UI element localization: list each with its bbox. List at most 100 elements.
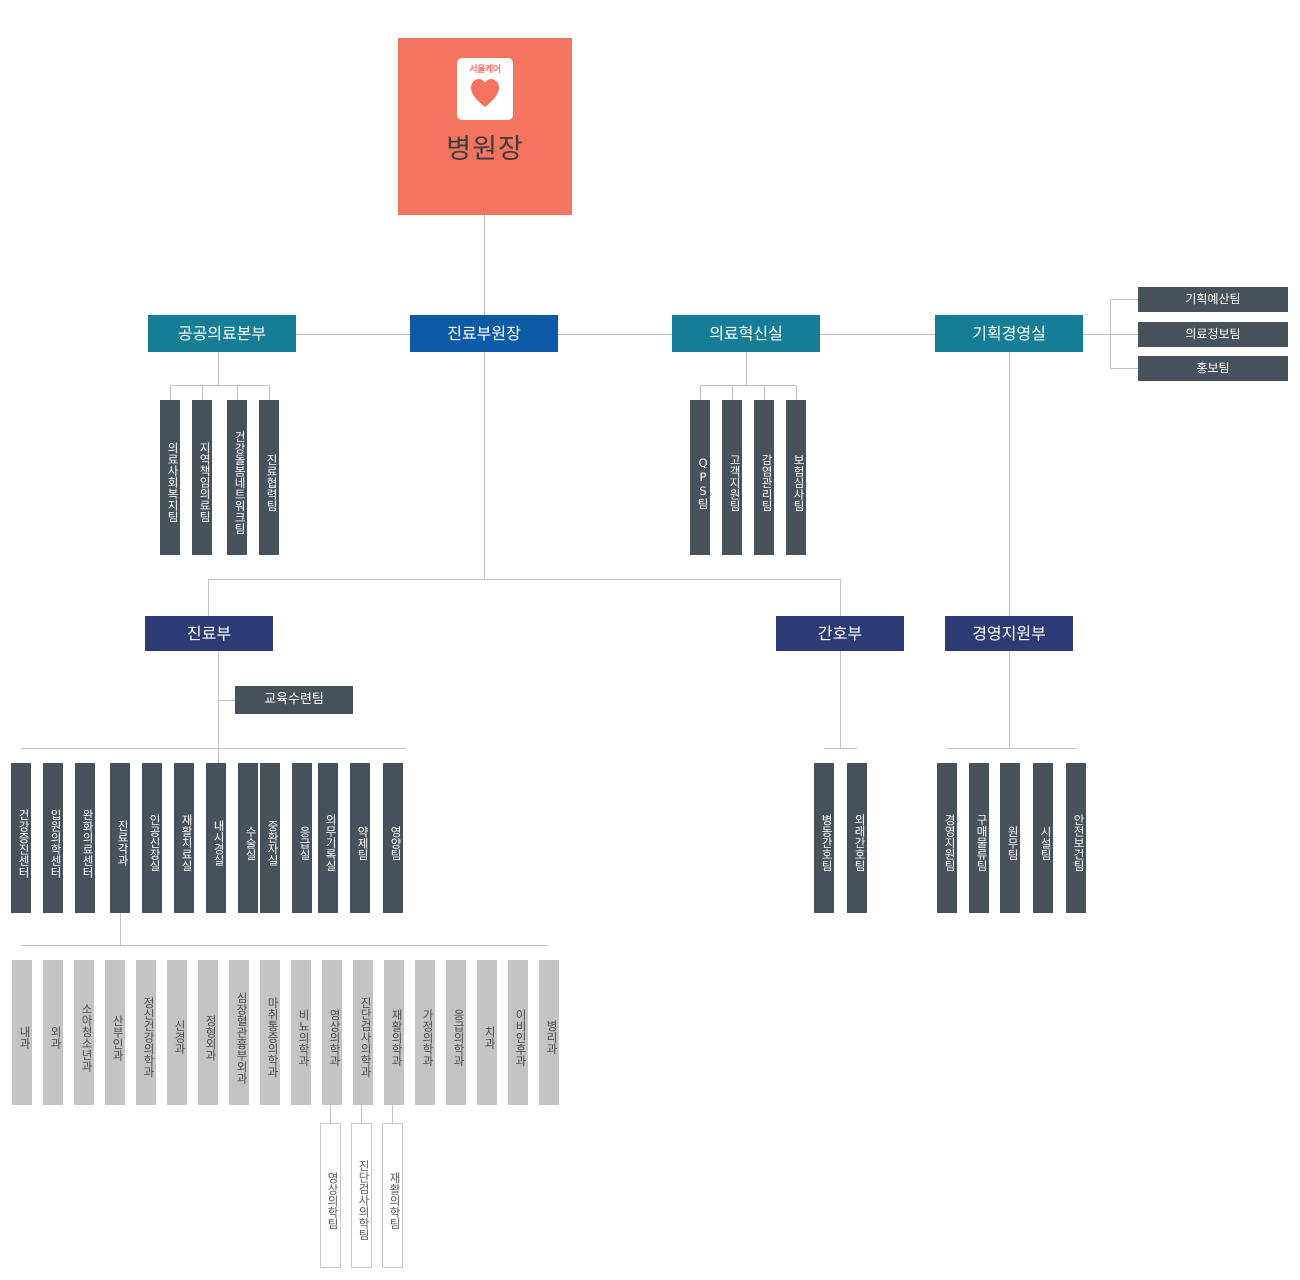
node-label: 정신건강의학과 — [142, 997, 156, 1078]
node-rehabilitation-medicine-team[interactable]: 재활의학팀 — [382, 1123, 403, 1268]
connector-level3-b — [840, 579, 841, 616]
node-planning-management-office[interactable]: 기획경영실 — [935, 315, 1083, 352]
node-rehabilitation-therapy-room[interactable]: 재활치료실 — [174, 763, 194, 913]
node-qps-team[interactable]: QPS팀 — [690, 400, 710, 555]
logo-wordmark: 서울케어 — [469, 65, 501, 75]
node-infection-control-team[interactable]: 감염관리팀 — [754, 400, 774, 555]
node-label: 산부인과 — [111, 1014, 125, 1061]
node-dept-urology[interactable]: 비뇨의학과 — [291, 960, 311, 1105]
node-medical-social-welfare-team[interactable]: 의료사회복지팀 — [160, 400, 180, 555]
node-outpatient-nursing-team[interactable]: 외래간호팀 — [847, 763, 867, 913]
node-label: 간호부 — [817, 623, 863, 643]
node-label: 인공신장실 — [148, 814, 162, 872]
node-emergency-room[interactable]: 응급실 — [292, 763, 312, 913]
node-management-support-team[interactable]: 경영지원팀 — [937, 763, 957, 913]
node-administration-team[interactable]: 원무팀 — [1000, 763, 1020, 913]
node-label: 치과 — [483, 1026, 497, 1049]
node-dept-anesthesiology[interactable]: 마취통증의학과 — [260, 960, 280, 1105]
node-public-relations-team[interactable]: 홍보팀 — [1138, 356, 1288, 381]
node-dept-emergency-medicine[interactable]: 응급의학과 — [446, 960, 466, 1105]
node-label: 경영지원팀 — [943, 814, 957, 872]
node-regional-responsible-medical-team[interactable]: 지역책임의료팀 — [192, 400, 212, 555]
node-dept-radiology[interactable]: 영상의학과 — [322, 960, 342, 1105]
node-nutrition-team[interactable]: 영양팀 — [383, 763, 403, 913]
heart-icon — [469, 78, 501, 108]
node-label: 진료부원장 — [447, 323, 521, 343]
node-health-promotion-center[interactable]: 건강증진센터 — [11, 763, 31, 913]
node-label: 병리과 — [545, 1020, 559, 1055]
node-dept-internal-medicine[interactable]: 내과 — [12, 960, 32, 1105]
node-label: 교육수련팀 — [264, 692, 324, 708]
node-label: 비뇨의학과 — [297, 1008, 311, 1067]
node-label: 병동간호팀 — [820, 814, 834, 872]
connector-sub-b — [361, 1105, 362, 1123]
node-label: 감염관리팀 — [760, 453, 774, 512]
node-admin-support-department[interactable]: 경영지원부 — [945, 616, 1073, 651]
node-label: 약제팀 — [356, 825, 370, 861]
node-label: 진료부 — [186, 623, 232, 643]
node-dept-otolaryngology[interactable]: 이비인후과 — [508, 960, 528, 1105]
node-label: 정형외과 — [204, 1014, 218, 1061]
connector-vice-down — [484, 352, 485, 580]
node-insurance-review-team[interactable]: 보험심사팀 — [786, 400, 806, 555]
node-dept-laboratory-medicine[interactable]: 진단검사의학과 — [353, 960, 373, 1105]
node-label: 기획예산팀 — [1185, 292, 1241, 307]
node-dept-obstetrics-gynecology[interactable]: 산부인과 — [105, 960, 125, 1105]
node-label: 진료협력팀 — [265, 453, 279, 512]
node-label: QPS팀 — [696, 455, 710, 510]
node-nursing-department[interactable]: 간호부 — [776, 616, 904, 651]
node-label: 보험심사팀 — [792, 453, 806, 512]
node-operating-room[interactable]: 수술실 — [238, 763, 258, 913]
node-inpatient-medicine-center[interactable]: 입원의학센터 — [43, 763, 63, 913]
node-laboratory-medicine-team[interactable]: 진단검사의학팀 — [351, 1123, 372, 1268]
connector-level2-bus — [296, 334, 974, 335]
node-health-care-network-team[interactable]: 건강돌봄네트워크팀 — [227, 400, 247, 555]
node-medical-innovation-office[interactable]: 의료혁신실 — [672, 315, 820, 352]
node-public-medical-hq[interactable]: 공공의료본부 — [148, 315, 296, 352]
node-artificial-kidney-room[interactable]: 인공신장실 — [142, 763, 162, 913]
node-label: 응급실 — [298, 825, 312, 861]
node-medical-cooperation-team[interactable]: 진료협력팀 — [259, 400, 279, 555]
node-dept-orthopedics[interactable]: 정형외과 — [198, 960, 218, 1105]
node-customer-support-team[interactable]: 고객지원팀 — [722, 400, 742, 555]
connector-innov-down — [746, 352, 747, 385]
node-dept-dentistry[interactable]: 치과 — [477, 960, 497, 1105]
node-dept-neurology[interactable]: 신경과 — [167, 960, 187, 1105]
node-label: 구매물류팀 — [975, 814, 989, 872]
node-intensive-care-unit[interactable]: 중환자실 — [260, 763, 280, 913]
node-dept-cardiothoracic-surgery[interactable]: 심장혈관흉부외과 — [229, 960, 249, 1105]
connector-planning-p1 — [1110, 299, 1138, 300]
node-medical-records-room[interactable]: 의무기록실 — [318, 763, 338, 913]
node-label: 가정의학과 — [421, 1008, 435, 1067]
connector-planning-p2 — [1110, 334, 1138, 335]
connector-root-down — [484, 215, 485, 334]
node-vice-director-medical[interactable]: 진료부원장 — [410, 315, 558, 352]
node-dept-rehabilitation-medicine[interactable]: 재활의학과 — [384, 960, 404, 1105]
node-ward-nursing-team[interactable]: 병동간호팀 — [814, 763, 834, 913]
node-endoscopy-room[interactable]: 내시경실 — [206, 763, 226, 913]
node-label: 진단검사의학팀 — [357, 1160, 371, 1241]
node-safety-health-team[interactable]: 안전보건팀 — [1066, 763, 1086, 913]
node-medical-department[interactable]: 진료부 — [145, 616, 273, 651]
connector-nursing-bus — [824, 748, 857, 749]
node-label: 의무기록실 — [324, 814, 338, 872]
node-dept-surgery[interactable]: 외과 — [43, 960, 63, 1105]
connector-public-t4 — [269, 385, 270, 400]
node-label: 고객지원팀 — [728, 453, 742, 512]
node-label: 내과 — [18, 1026, 32, 1049]
node-facility-team[interactable]: 시설팀 — [1033, 763, 1053, 913]
node-education-training-team[interactable]: 교육수련팀 — [235, 686, 353, 714]
node-medical-information-team[interactable]: 의료정보팀 — [1138, 322, 1288, 347]
node-dept-pathology[interactable]: 병리과 — [539, 960, 559, 1105]
node-palliative-care-center[interactable]: 완화의료센터 — [75, 763, 95, 913]
node-hospital-director[interactable]: 서울케어 병원장 — [398, 38, 572, 215]
node-purchasing-logistics-team[interactable]: 구매물류팀 — [969, 763, 989, 913]
node-dept-family-medicine[interactable]: 가정의학과 — [415, 960, 435, 1105]
node-dept-pediatrics[interactable]: 소아청소년과 — [74, 960, 94, 1105]
node-planning-budget-team[interactable]: 기획예산팀 — [1138, 287, 1288, 312]
node-clinical-departments[interactable]: 진료각과 — [110, 763, 130, 913]
node-pharmacy-team[interactable]: 약제팀 — [350, 763, 370, 913]
node-label: 외래간호팀 — [853, 814, 867, 872]
node-radiology-team[interactable]: 영상의학팀 — [320, 1123, 341, 1268]
node-dept-psychiatry[interactable]: 정신건강의학과 — [136, 960, 156, 1105]
